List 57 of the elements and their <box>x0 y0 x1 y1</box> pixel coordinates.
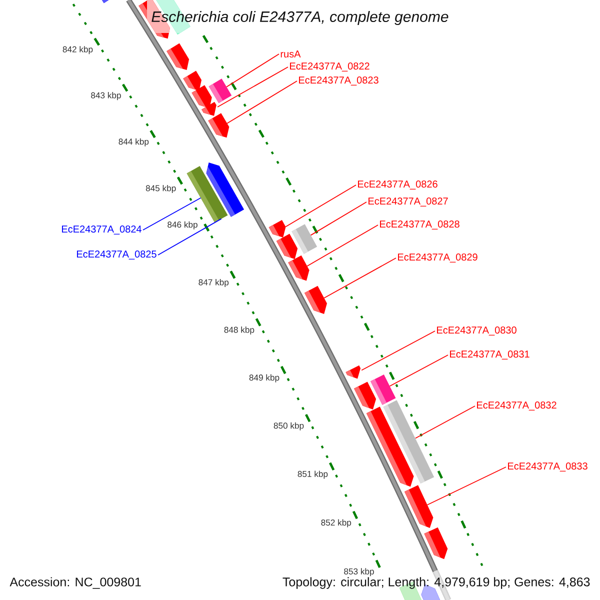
scale-label: 845 kbp <box>146 184 176 193</box>
gene-label: EcE24377A_0833 <box>508 462 588 472</box>
scale-label: 849 kbp <box>249 374 280 382</box>
scale-label: 851 kbp <box>298 470 328 479</box>
gene-label: EcE24377A_0827 <box>368 198 448 206</box>
footer-text: Accession: NC_009801 <box>10 577 141 589</box>
gene-label: EcE24377A_0831 <box>450 350 530 360</box>
leader-line <box>158 218 222 256</box>
gene-feature <box>208 113 230 138</box>
gene-label: EcE24377A_0830 <box>437 326 516 336</box>
gene-feature <box>183 70 202 91</box>
leader-line <box>324 258 396 298</box>
scale-label: 844 kbp <box>118 138 149 146</box>
leader-line <box>306 224 378 267</box>
gene-feature <box>288 255 310 281</box>
gene-label: EcE24377A_0822 <box>290 62 370 72</box>
gene-label: EcE24377A_0825 <box>77 250 156 260</box>
leader-line <box>142 197 202 230</box>
scale-label: 842 kbp <box>62 46 93 54</box>
feature-block <box>208 78 232 104</box>
leader-line <box>310 202 367 236</box>
gene-label: EcE24377A_0828 <box>380 220 460 230</box>
leader-line <box>415 406 476 439</box>
gene-feature <box>276 234 298 260</box>
gene-feature <box>304 286 327 314</box>
gene-label: EcE24377A_0829 <box>398 254 478 262</box>
gene-feature <box>404 485 434 528</box>
title: Escherichia coli E24377A, complete genome <box>152 11 448 25</box>
gene-label: EcE24377A_0832 <box>477 402 556 410</box>
leader-line <box>426 466 506 506</box>
leader-line <box>226 80 298 124</box>
gene-feature <box>354 382 376 410</box>
scale-label: 847 kbp <box>198 279 229 288</box>
gene-label: rusA <box>280 50 301 58</box>
feature-block <box>186 166 228 223</box>
gene-feature <box>366 406 414 487</box>
leader-line <box>226 54 280 88</box>
gene-feature <box>202 102 216 116</box>
scale-label: 846 kbp <box>168 221 198 230</box>
gene-feature <box>268 220 286 238</box>
gene-label: EcE24377A_0826 <box>358 180 438 190</box>
scale-label: 853 kbp <box>344 568 374 576</box>
leader-line <box>217 66 288 108</box>
leader-line <box>285 184 356 228</box>
gene-feature <box>166 43 190 70</box>
gene-label: EcE24377A_0824 <box>62 226 142 234</box>
footer-text: Topology: circular; Length: 4,979,619 bp; Genes: 4,863 <box>282 577 590 589</box>
leader-line <box>361 330 436 371</box>
scale-label: 850 kbp <box>274 422 304 430</box>
gene-feature <box>424 527 448 560</box>
scale-label: 848 kbp <box>224 326 254 335</box>
gene-feature <box>346 365 361 379</box>
leader-line <box>389 354 448 387</box>
scale-label: 843 kbp <box>91 92 121 100</box>
gene-label: EcE24377A_0823 <box>299 76 378 86</box>
gene-feature <box>102 0 109 4</box>
scale-label: 852 kbp <box>321 519 352 528</box>
